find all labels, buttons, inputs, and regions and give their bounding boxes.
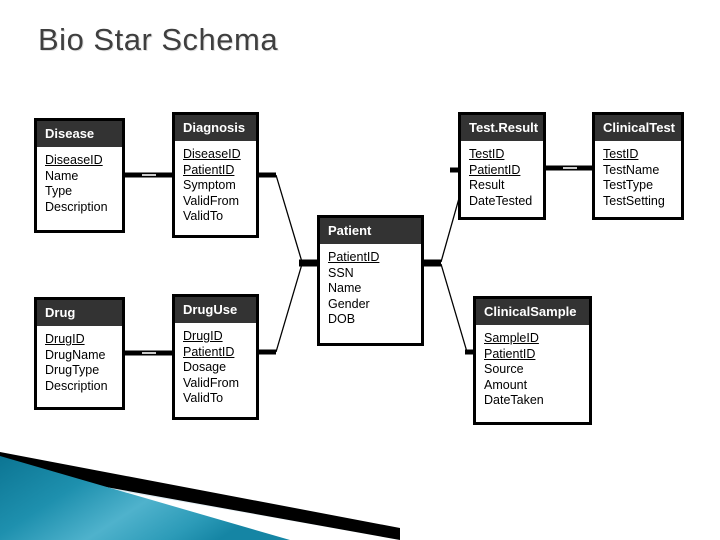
decoration-teal-triangle [0,456,290,540]
entity-testresult[interactable]: Test.Result TestID PatientID Result Date… [458,112,546,220]
field-clinicaltest-1: TestName [603,162,660,177]
field-clinicaltest-3: TestSetting [603,193,665,208]
entity-patient-title: Patient [320,218,421,244]
field-disease-2: Type [45,184,73,198]
field-patient-3: Gender [328,296,370,311]
entity-patient-fields: PatientID SSN Name Gender DOB [320,244,421,334]
entity-clinicaltest-title: ClinicalTest [595,115,681,141]
entity-clinicaltest-fields: TestID TestName TestType TestSetting [595,141,681,215]
field-drug-1: DrugName [45,347,106,362]
field-druguse-4: ValidTo [183,391,224,405]
entity-druguse-fields: DrugID PatientID Dosage ValidFrom ValidT… [175,323,256,413]
entity-diagnosis-fields: DiseaseID PatientID Symptom ValidFrom Va… [175,141,256,231]
field-disease-0: DiseaseID [45,153,103,167]
field-disease-1: Name [45,168,79,183]
field-drug-3: Description [45,378,108,393]
field-testresult-0: TestID [469,147,505,161]
entity-clinicalsample-fields: SampleID PatientID Source Amount DateTak… [476,325,589,415]
entity-diagnosis-title: Diagnosis [175,115,256,141]
entity-clinicalsample-title: ClinicalSample [476,299,589,325]
field-diagnosis-3: ValidFrom [183,193,240,208]
field-patient-1: SSN [328,265,354,280]
entity-disease-fields: DiseaseID Name Type Description [37,147,122,221]
connector-druguse-patient [258,261,317,355]
entity-testresult-fields: TestID PatientID Result DateTested [461,141,543,215]
entity-testresult-title: Test.Result [461,115,543,141]
field-clinicalsample-1: PatientID [484,346,536,361]
field-clinicaltest-0: TestID [603,147,639,161]
decoration-pale-wedge [0,454,400,540]
field-disease-3: Description [45,199,108,214]
entity-drug[interactable]: Drug DrugID DrugName DrugType Descriptio… [34,297,125,410]
field-druguse-2: Dosage [183,360,227,374]
decoration-black-stripe [0,452,400,540]
field-clinicaltest-2: TestType [603,178,654,192]
field-drug-0: DrugID [45,332,85,346]
field-diagnosis-4: ValidTo [183,209,224,223]
entity-clinicalsample[interactable]: ClinicalSample SampleID PatientID Source… [473,296,592,425]
entity-druguse-title: DrugUse [175,297,256,323]
page-title: Bio Star Schema [38,22,279,57]
field-clinicalsample-3: Amount [484,377,528,392]
field-druguse-3: ValidFrom [183,375,240,390]
field-testresult-1: PatientID [469,162,521,177]
entity-patient[interactable]: Patient PatientID SSN Name Gender DOB [317,215,424,346]
entity-drug-title: Drug [37,300,122,326]
field-diagnosis-2: Symptom [183,178,236,192]
entity-clinicaltest[interactable]: ClinicalTest TestID TestName TestType Te… [592,112,684,220]
entity-diagnosis[interactable]: Diagnosis DiseaseID PatientID Symptom Va… [172,112,259,238]
field-druguse-1: PatientID [183,344,235,359]
field-drug-2: DrugType [45,363,100,377]
entity-drug-fields: DrugID DrugName DrugType Description [37,326,122,400]
field-diagnosis-0: DiseaseID [183,147,241,161]
field-clinicalsample-4: DateTaken [484,393,544,407]
entity-druguse[interactable]: DrugUse DrugID PatientID Dosage ValidFro… [172,294,259,420]
field-patient-4: DOB [328,312,356,326]
field-testresult-2: Result [469,178,505,192]
field-clinicalsample-0: SampleID [484,331,539,345]
field-diagnosis-1: PatientID [183,162,235,177]
field-druguse-0: DrugID [183,329,223,343]
connector-diagnosis-patient [258,172,317,265]
field-patient-2: Name [328,281,362,295]
field-testresult-3: DateTested [469,193,533,208]
entity-disease-title: Disease [37,121,122,147]
slide-corner-decoration [0,452,400,540]
field-clinicalsample-2: Source [484,362,524,376]
entity-disease[interactable]: Disease DiseaseID Name Type Description [34,118,125,233]
field-patient-0: PatientID [328,250,380,264]
